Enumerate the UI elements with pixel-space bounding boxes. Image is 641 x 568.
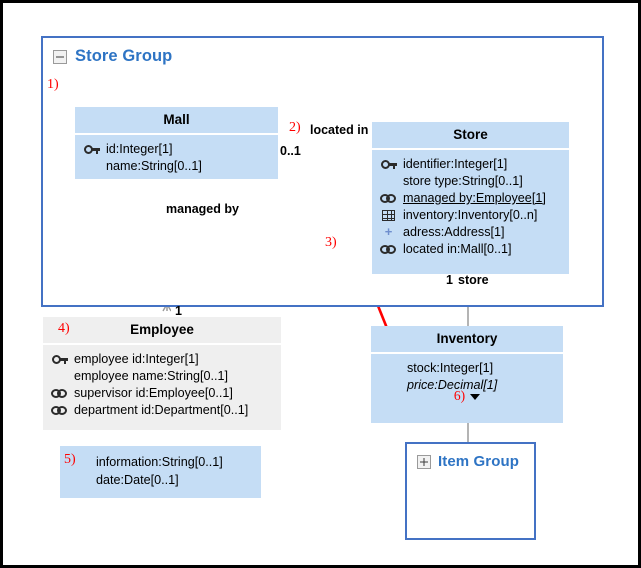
class-attributes-store: identifier:Integer[1] store type:String[… (372, 150, 569, 266)
class-box-employee[interactable]: Employee employee id:Integer[1] employee… (43, 317, 281, 430)
edge-label-located-in: located in (310, 123, 369, 137)
attribute-text: managed by:Employee[1] (403, 191, 546, 205)
attribute-row[interactable]: store type:String[0..1] (372, 173, 569, 190)
note-line: date:Date[0..1] (60, 471, 261, 489)
class-title-mall: Mall (75, 107, 278, 135)
edge-label-managed-by: managed by (166, 202, 239, 216)
attribute-row[interactable]: located in:Mall[0..1] (372, 241, 569, 258)
attribute-text: employee name:String[0..1] (74, 369, 229, 383)
key-icon (51, 351, 68, 368)
multiplicity-store-inventory: 1 (446, 273, 453, 287)
class-box-mall[interactable]: Mall id:Integer[1] name:String[0..1] (75, 107, 278, 179)
package-store-group-header[interactable]: Store Group (53, 47, 172, 66)
inventory-expand-row[interactable]: 6) (371, 388, 563, 404)
attribute-text: price:Decimal[1] (407, 378, 498, 392)
attribute-text: department id:Department[0..1] (74, 403, 249, 417)
link-icon (51, 402, 68, 419)
link-icon (380, 241, 397, 258)
note-text: information:String[0..1] (96, 455, 223, 469)
annotation-4-label: 4) (58, 321, 70, 336)
key-icon (83, 141, 100, 158)
edge-label-store: store (458, 273, 489, 287)
attribute-text: stock:Integer[1] (407, 361, 494, 375)
annotation-1-label: 1) (47, 77, 59, 92)
grid-icon (380, 207, 397, 224)
plus-icon: + (384, 224, 393, 239)
attribute-text: inventory:Inventory[0..n] (403, 208, 538, 222)
note-text: date:Date[0..1] (96, 473, 179, 487)
attribute-row[interactable]: id:Integer[1] (75, 141, 278, 158)
attribute-row[interactable]: stock:Integer[1] (371, 360, 563, 377)
attribute-row[interactable]: price:Decimal[1] (371, 377, 563, 394)
multiplicity-managed-by-target: 1 (175, 304, 182, 318)
chevron-down-icon[interactable] (470, 393, 481, 400)
attribute-row[interactable]: inventory:Inventory[0..n] (372, 207, 569, 224)
attribute-row[interactable]: identifier:Integer[1] (372, 156, 569, 173)
package-store-group-title: Store Group (75, 47, 173, 65)
class-title-store: Store (372, 122, 569, 150)
class-attributes-employee: employee id:Integer[1] employee name:Str… (43, 345, 281, 427)
attribute-row[interactable]: managed by:Employee[1] (372, 190, 569, 207)
annotation-2-label: 2) (289, 120, 301, 135)
attribute-row[interactable]: supervisor id:Employee[0..1] (43, 385, 281, 402)
key-icon (380, 156, 397, 173)
attribute-text: supervisor id:Employee[0..1] (74, 386, 233, 400)
attribute-text: adress:Address[1] (403, 225, 505, 239)
attribute-text: name:String[0..1] (106, 159, 202, 173)
class-title-inventory: Inventory (371, 326, 563, 354)
package-item-group-title: Item Group (438, 453, 520, 470)
class-attributes-mall: id:Integer[1] name:String[0..1] (75, 135, 278, 183)
plus-box-icon[interactable] (417, 454, 431, 469)
annotation-5-label: 5) (64, 452, 76, 467)
multiplicity-located-in-source: 0..1 (280, 144, 301, 158)
attribute-text: store type:String[0..1] (403, 174, 523, 188)
minus-box-icon[interactable] (53, 49, 67, 64)
attribute-row[interactable]: employee name:String[0..1] (43, 368, 281, 385)
link-icon (51, 385, 68, 402)
class-box-store[interactable]: Store identifier:Integer[1] store type:S… (372, 122, 569, 274)
link-icon (380, 190, 397, 207)
annotation-3-label: 3) (325, 235, 337, 250)
note-box[interactable]: information:String[0..1] date:Date[0..1] (60, 446, 261, 498)
attribute-text: identifier:Integer[1] (403, 157, 508, 171)
annotation-6-label: 6) (453, 388, 466, 403)
class-attributes-inventory: stock:Integer[1] price:Decimal[1] (371, 354, 563, 402)
attribute-row[interactable]: + adress:Address[1] (372, 224, 569, 241)
package-item-group-header[interactable]: Item Group (417, 453, 519, 470)
class-box-inventory[interactable]: Inventory stock:Integer[1] price:Decimal… (371, 326, 563, 423)
attribute-text: employee id:Integer[1] (74, 352, 199, 366)
note-line: information:String[0..1] (60, 453, 261, 471)
attribute-row[interactable]: name:String[0..1] (75, 158, 278, 175)
attribute-row[interactable]: employee id:Integer[1] (43, 351, 281, 368)
attribute-row[interactable]: department id:Department[0..1] (43, 402, 281, 419)
class-title-employee: Employee (43, 317, 281, 345)
attribute-text: id:Integer[1] (106, 142, 173, 156)
attribute-text: located in:Mall[0..1] (403, 242, 512, 256)
